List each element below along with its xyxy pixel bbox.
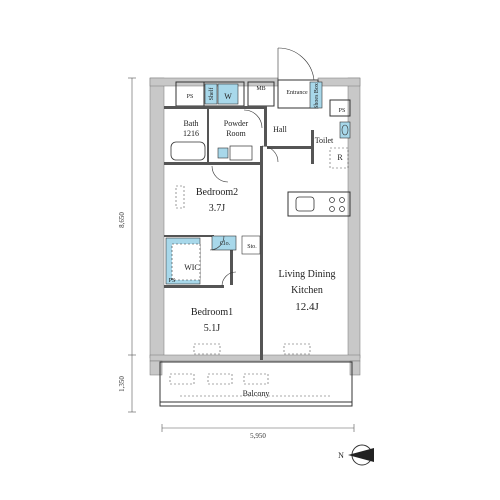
shoes-box xyxy=(309,81,323,109)
ps-label-right: PS xyxy=(339,108,346,114)
wic-label: WIC xyxy=(184,263,200,272)
shelf-label: Shelf xyxy=(208,88,215,101)
clo-label: Clo. xyxy=(220,241,231,247)
balcony-area xyxy=(159,361,353,407)
outer-walls xyxy=(149,77,361,376)
stove-icon xyxy=(329,197,345,212)
compass-label: N xyxy=(338,451,344,460)
compass-icon xyxy=(348,444,374,466)
mb-label: MB xyxy=(256,86,265,92)
dimension-width: 5,950 xyxy=(250,432,266,440)
r-label: R xyxy=(337,153,343,162)
bedroom1-size: 5.1J xyxy=(204,323,221,334)
bath-label: Bath xyxy=(183,119,198,128)
bath-size-label: 1216 xyxy=(183,129,199,138)
dimension-height-main: 8,650 xyxy=(118,212,126,228)
fridge-space xyxy=(329,147,349,169)
ldk-label-1: Living Dining xyxy=(279,269,336,280)
dimension-height-balcony: 1,350 xyxy=(118,376,126,392)
ldk-size: 12.4J xyxy=(295,301,319,313)
ac-markers xyxy=(169,185,311,385)
bedroom1-label: Bedroom1 xyxy=(191,307,233,318)
bathtub xyxy=(170,141,206,161)
interior-walls xyxy=(164,106,314,360)
washer-pan xyxy=(217,83,239,105)
sto-closet xyxy=(241,235,261,255)
toilet-bowl xyxy=(341,124,349,136)
sto-label: Sto. xyxy=(247,244,257,250)
toilet-fixture xyxy=(339,121,351,139)
shoes-box-label: Shoes Box xyxy=(314,83,320,109)
w-label: W xyxy=(224,92,232,101)
vanity xyxy=(229,145,253,161)
entrance-label: Entrance xyxy=(286,90,308,96)
basin xyxy=(217,147,229,159)
bedroom2-label: Bedroom2 xyxy=(196,187,238,198)
ps-label-top: PS xyxy=(187,94,194,100)
kitchen-counter xyxy=(287,191,351,217)
powder-label-2: Room xyxy=(226,129,246,138)
toilet-label: Toilet xyxy=(315,136,334,145)
ldk-label-2: Kitchen xyxy=(291,285,323,296)
door-swings xyxy=(209,47,315,287)
hall-label: Hall xyxy=(273,125,288,134)
balcony-label: Balcony xyxy=(243,389,270,398)
ps-label-wic: PS xyxy=(169,278,176,284)
wic-floor xyxy=(171,243,201,281)
powder-label-1: Powder xyxy=(224,119,249,128)
shelf-box xyxy=(204,83,218,105)
dimension-lines xyxy=(128,77,355,432)
kitchen-sink xyxy=(295,196,315,212)
bedroom2-size: 3.7J xyxy=(209,203,226,214)
